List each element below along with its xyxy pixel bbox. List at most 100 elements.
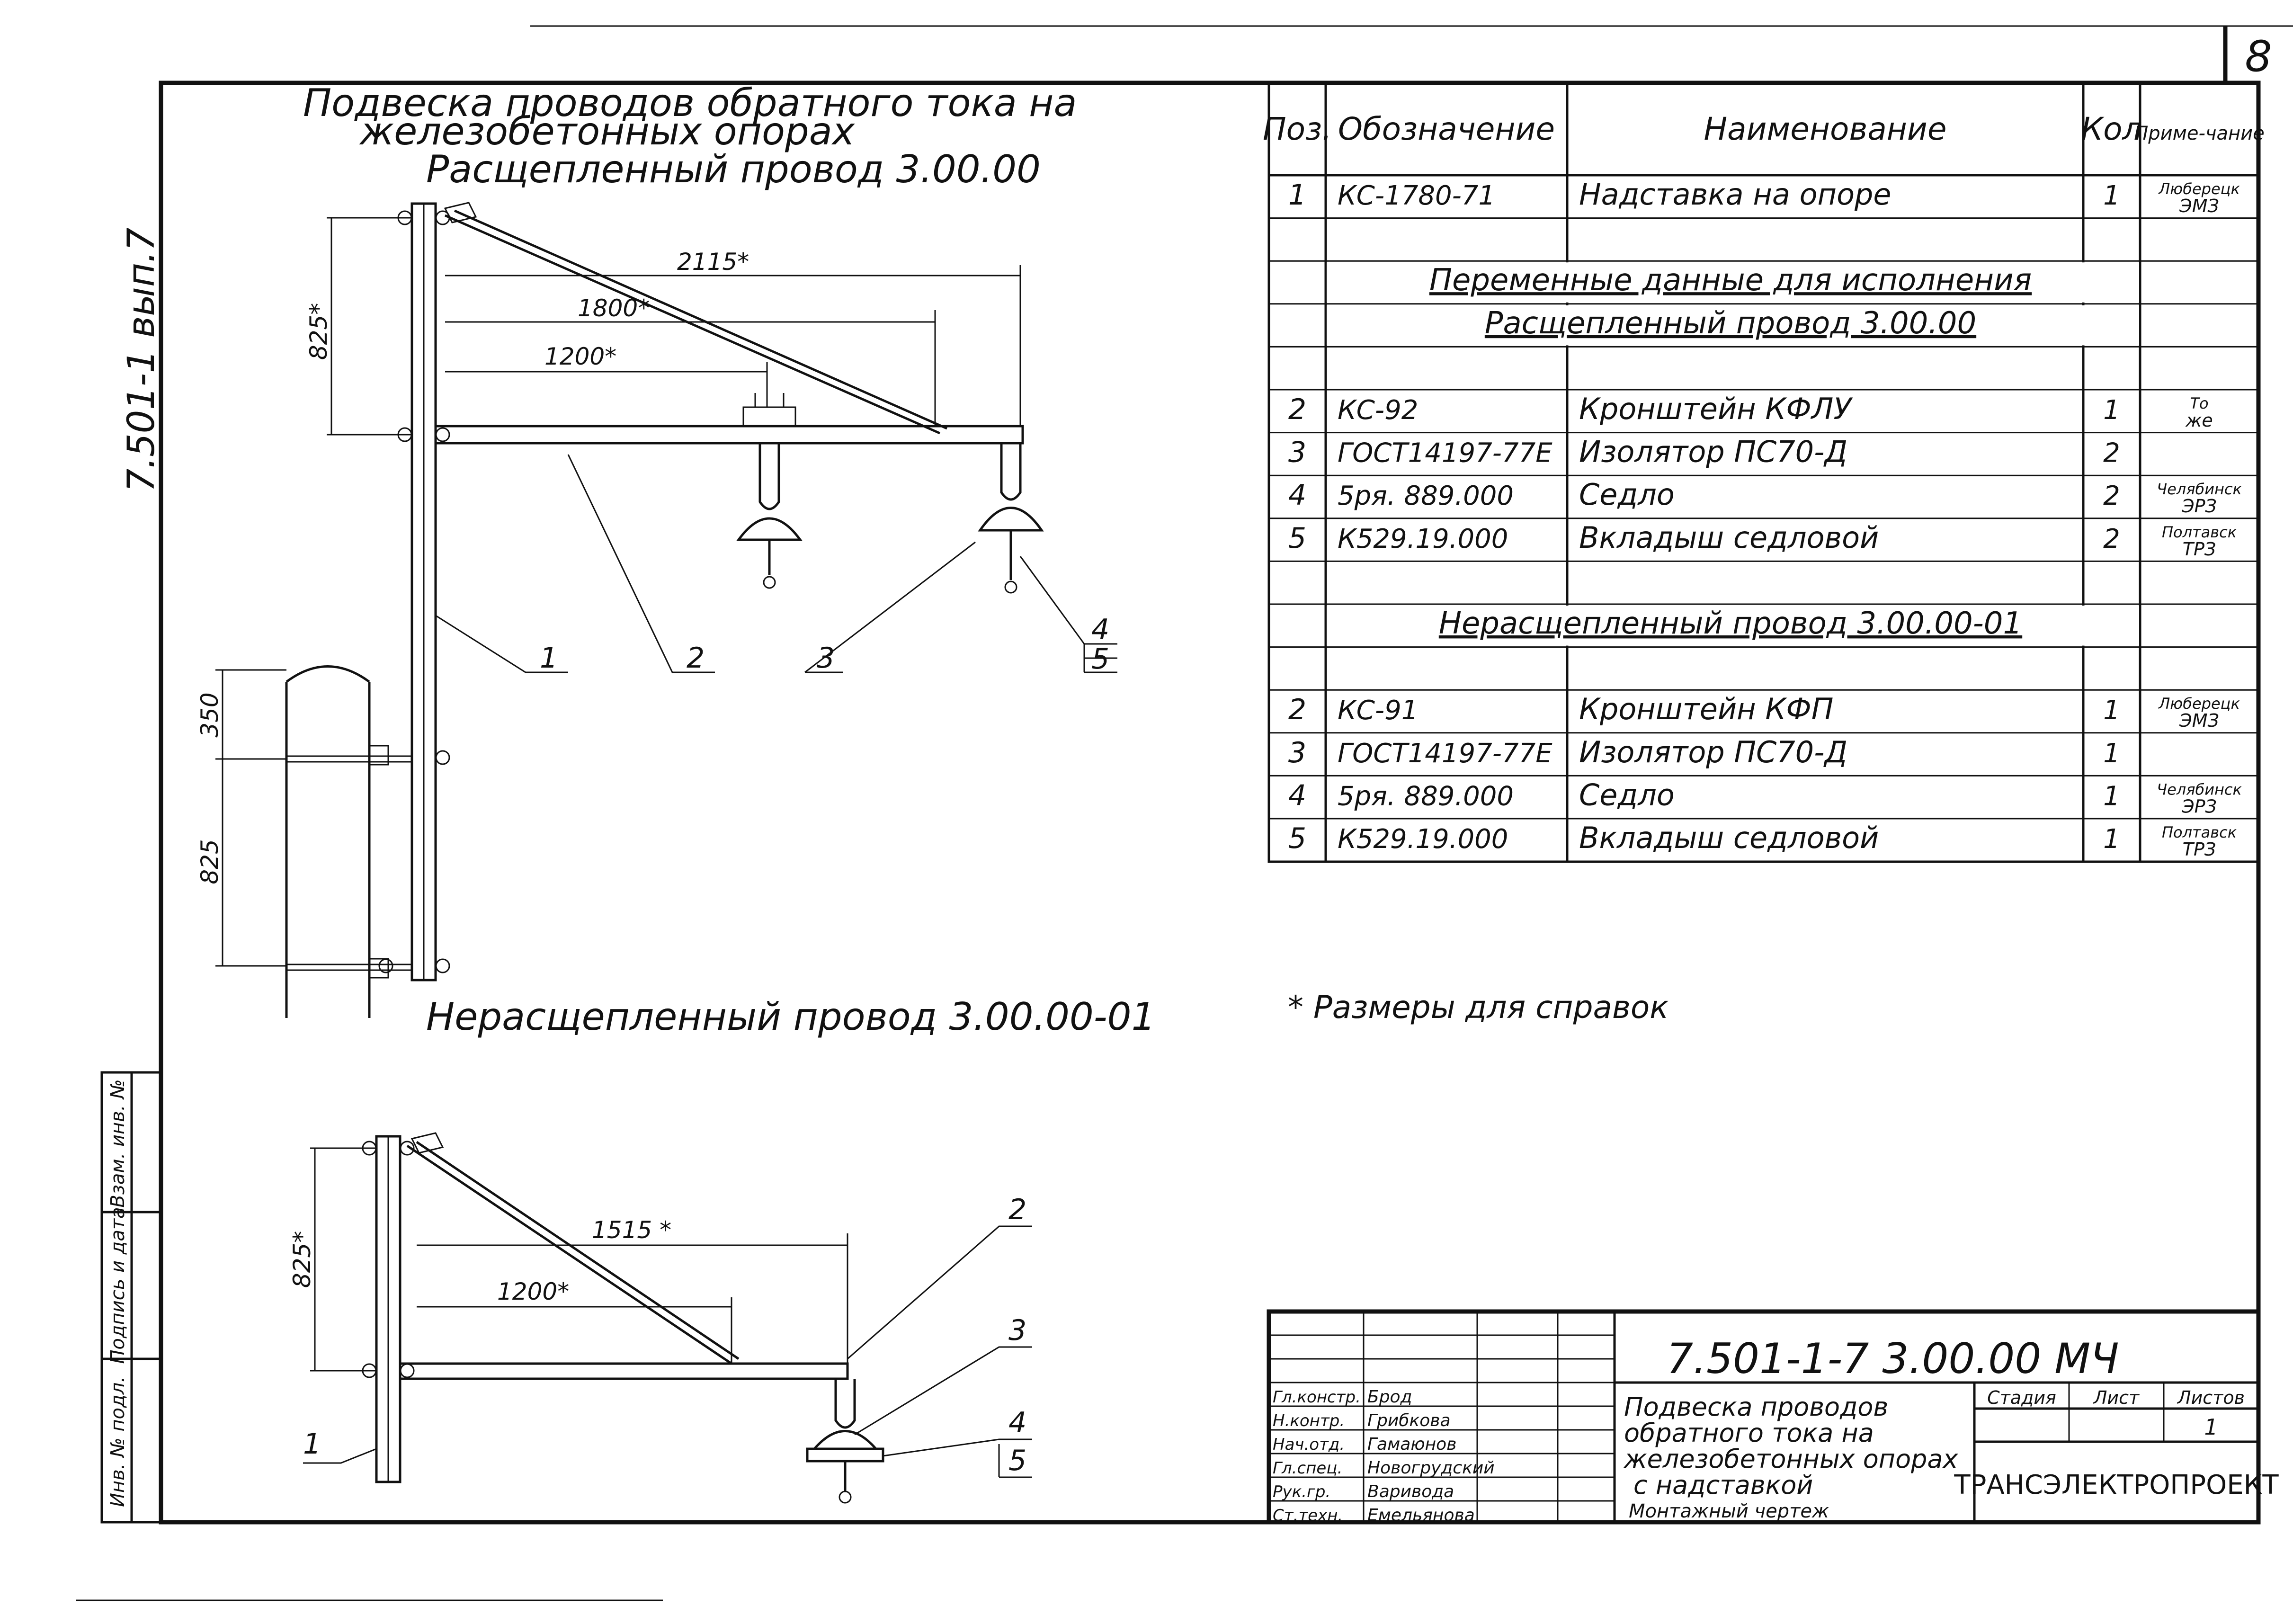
cell-name: Вкладыш седловой: [1579, 520, 1879, 555]
v1-dim-825b: 825: [196, 839, 223, 884]
view2-drawing: [303, 1132, 1032, 1504]
v2-dim-1515: 1515 *: [592, 1216, 671, 1244]
v1-callout-5: 5: [1091, 642, 1109, 676]
cell-name: Седло: [1579, 777, 1675, 812]
role-title: Рук.гр.: [1273, 1482, 1330, 1501]
v2-callout-5: 5: [1008, 1444, 1026, 1477]
v1-callout-1: 1: [540, 642, 558, 675]
role-name: Брод: [1367, 1387, 1412, 1407]
cell-qty: 2: [2103, 481, 2120, 511]
cell-pos: 2: [1288, 393, 1306, 426]
v1-dim-825: 825*: [305, 303, 332, 360]
cell-note: Люберецк: [2158, 180, 2240, 198]
cell-name: Изолятор ПС70-Д: [1579, 735, 1847, 769]
cell-name: Кронштейн КФЛУ: [1579, 392, 1853, 426]
cell-name: Надставка на опоре: [1579, 177, 1892, 212]
role-name: Гамаюнов: [1367, 1435, 1456, 1454]
title-company: ТРАНСЭЛЕКТРОПРОЕКТ: [1954, 1470, 2279, 1500]
cell-note-2: ЭМЗ: [2179, 196, 2219, 216]
cell-pos: 5: [1288, 822, 1306, 855]
cell-designation: КС-91: [1338, 695, 1418, 726]
cell-name: Кронштейн КФП: [1579, 692, 1833, 726]
title-desc-2: обратного тока на: [1624, 1418, 1874, 1448]
title-desc-4: с надставкой: [1633, 1470, 1813, 1500]
cell-note-2: ЭРЗ: [2181, 496, 2217, 517]
title-block-code: 7.501-1-7 3.00.00 МЧ: [1667, 1334, 2119, 1383]
cell-pos: 5: [1288, 522, 1306, 555]
stamp-replace: Взам. инв. №: [107, 1079, 129, 1208]
title-sheets-label: Листов: [2177, 1387, 2245, 1408]
view1-caption: Расщепленный провод 3.00.00: [426, 147, 1041, 191]
title-sheet-label: Лист: [2093, 1387, 2140, 1408]
role-name: Грибкова: [1367, 1411, 1451, 1430]
cell-name: Седло: [1579, 477, 1675, 512]
title-line2: железобетонных опорах: [359, 109, 856, 153]
footnote: * Размеры для справок: [1288, 989, 1668, 1026]
left-stamp: Инв. № подл. Подпись и дата Взам. инв. №: [100, 1071, 162, 1524]
title-block: [1267, 1309, 2261, 1525]
cell-note: Полтавск: [2162, 523, 2237, 541]
th-name: Наименование: [1704, 111, 1947, 147]
cell-pos: 2: [1288, 693, 1306, 726]
cell-name: Вкладыш седловой: [1579, 821, 1879, 855]
view1-drawing: [215, 202, 1117, 1018]
role-title: Ст.техн.: [1273, 1506, 1343, 1525]
th-note: Приме-чание: [2134, 123, 2265, 144]
cell-note: Полтавск: [2162, 823, 2237, 841]
cell-designation: ГОСТ14197-77Е: [1338, 738, 1552, 769]
cell-note-2: же: [2185, 410, 2213, 431]
th-designation: Обозначение: [1338, 111, 1555, 147]
cell-qty: 1: [2103, 824, 2120, 855]
role-name: Варивода: [1367, 1482, 1454, 1501]
side-code: 7.501-1 вып.7: [120, 228, 163, 492]
section-row: Расщепленный провод 3.00.00: [1485, 306, 1976, 341]
section-row: Переменные данные для исполнения: [1429, 263, 2032, 298]
v2-callout-3: 3: [1008, 1314, 1026, 1347]
cell-designation: КС-92: [1338, 395, 1418, 426]
v2-dim-825: 825*: [288, 1231, 316, 1288]
v2-dim-1200: 1200*: [497, 1278, 569, 1305]
cell-designation: К529.19.000: [1338, 824, 1508, 855]
cell-pos: 1: [1288, 178, 1306, 212]
role-title: Гл.спец.: [1273, 1459, 1342, 1478]
v2-callout-4: 4: [1008, 1406, 1026, 1439]
v1-callout-2: 2: [687, 642, 705, 675]
title-stage-label: Стадия: [1987, 1387, 2056, 1408]
cell-designation: 5ря. 889.000: [1338, 481, 1514, 511]
cell-pos: 4: [1288, 779, 1306, 812]
cell-pos: 4: [1288, 479, 1306, 512]
role-title: Н.контр.: [1273, 1411, 1345, 1430]
cell-name: Изолятор ПС70-Д: [1579, 435, 1847, 469]
cell-designation: 5ря. 889.000: [1338, 781, 1514, 812]
cell-qty: 1: [2103, 695, 2120, 726]
view2-caption: Нерасщепленный провод 3.00.00-01: [426, 995, 1155, 1039]
v1-dim-1200: 1200*: [544, 343, 616, 370]
v1-dim-2115: 2115*: [677, 248, 749, 276]
role-title: Гл.констр.: [1273, 1388, 1361, 1407]
title-sheets-value: 1: [2204, 1414, 2218, 1440]
cell-qty: 2: [2103, 524, 2120, 554]
v2-callout-2: 2: [1008, 1193, 1026, 1226]
v2-callout-1: 1: [303, 1428, 321, 1461]
cell-designation: ГОСТ14197-77Е: [1338, 438, 1552, 469]
cell-qty: 1: [2103, 395, 2120, 426]
title-doc-type: Монтажный чертеж: [1629, 1500, 1829, 1522]
cell-note-2: ЭРЗ: [2181, 796, 2217, 817]
cell-note-2: ТРЗ: [2183, 839, 2216, 860]
v1-callout-4: 4: [1091, 613, 1109, 646]
stamp-inv: Инв. № подл.: [107, 1376, 129, 1507]
cell-pos: 3: [1288, 436, 1306, 469]
title-line1: Подвеска проводов обратного тока на: [303, 81, 1077, 125]
title-roles: Гл.констр.БродН.контр.ГрибковаНач.отд.Га…: [1273, 1387, 1495, 1525]
th-qty: Кол: [2081, 111, 2142, 147]
cell-note: Люберецк: [2158, 695, 2240, 713]
cell-designation: КС-1780-71: [1338, 180, 1495, 211]
v1-dim-350: 350: [196, 692, 223, 737]
cell-note: То: [2190, 394, 2208, 412]
v1-dim-1800: 1800*: [578, 294, 650, 322]
cell-pos: 3: [1288, 736, 1306, 769]
cell-note: Челябинск: [2157, 480, 2242, 498]
stamp-sign: Подпись и дата: [107, 1207, 129, 1364]
